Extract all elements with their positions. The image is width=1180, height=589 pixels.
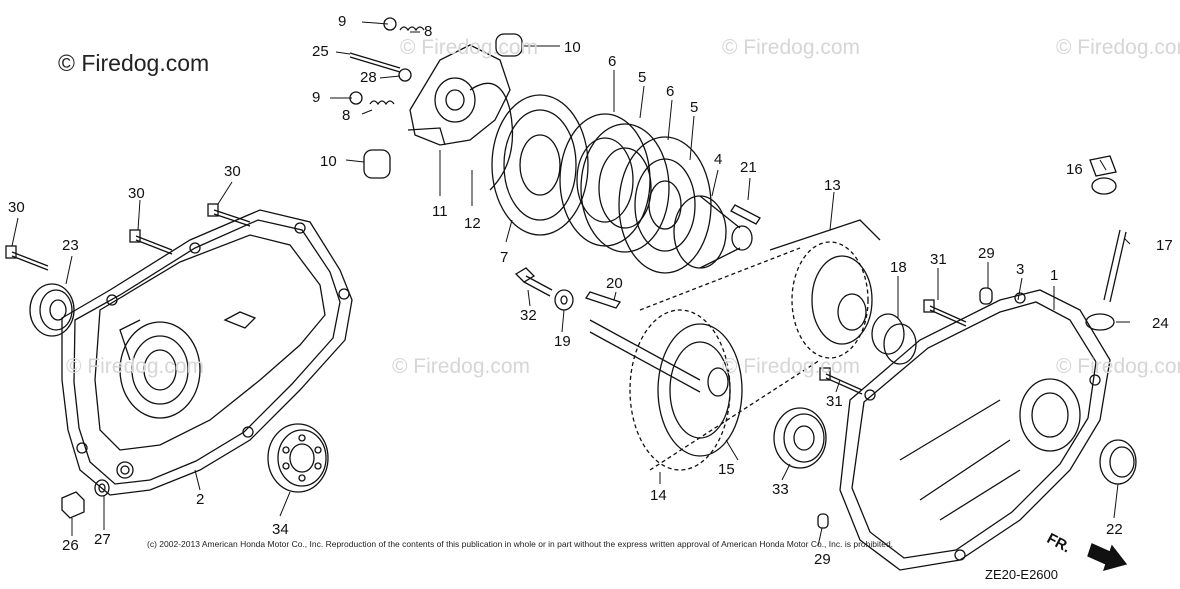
callout-14: 14 <box>650 487 667 504</box>
snap-ring-12 <box>469 82 514 191</box>
callout-18: 18 <box>890 259 907 276</box>
callout-6: 6 <box>608 53 617 70</box>
callout-5: 5 <box>638 69 647 86</box>
callout-3: 3 <box>1016 261 1025 278</box>
leader-lines <box>11 21 1131 547</box>
callout-6: 6 <box>666 83 675 100</box>
front-direction-arrow <box>1087 543 1128 571</box>
clutch-weights <box>363 33 523 179</box>
right-case-cover <box>839 289 1111 571</box>
callout-29: 29 <box>978 245 995 262</box>
callout-34: 34 <box>272 521 289 538</box>
ball-bearing-33 <box>773 407 827 469</box>
watermark-faint: © Firedog.com <box>1056 36 1180 59</box>
flange-bolts <box>5 203 251 271</box>
drive-sprocket-13 <box>769 219 881 345</box>
callout-12: 12 <box>464 215 481 232</box>
callout-30: 30 <box>224 163 241 180</box>
callout-27: 27 <box>94 531 111 548</box>
diagram-code: ZE20-E2600 <box>985 567 1058 582</box>
callout-30: 30 <box>128 185 145 202</box>
callout-5: 5 <box>690 99 699 116</box>
oil-seal-right-22 <box>1099 439 1137 485</box>
callout-33: 33 <box>772 481 789 498</box>
watermark-faint: © Firedog.com <box>1056 355 1180 378</box>
callout-10: 10 <box>564 39 581 56</box>
callout-4: 4 <box>714 151 723 168</box>
callout-8: 8 <box>424 23 433 40</box>
callout-8: 8 <box>342 107 351 124</box>
callout-31: 31 <box>930 251 947 268</box>
callout-9: 9 <box>312 89 321 106</box>
callout-9: 9 <box>338 13 347 30</box>
clutch-shoe-plate <box>407 44 511 146</box>
watermark-faint: © Firedog.com <box>66 355 205 378</box>
callout-21: 21 <box>740 159 757 176</box>
callout-19: 19 <box>554 333 571 350</box>
clutch-plates-5-6 <box>559 113 712 274</box>
bolts-31-dowels-29 <box>817 287 993 529</box>
left-case-cover <box>61 209 353 496</box>
callout-25: 25 <box>312 43 329 60</box>
keys-20-21 <box>584 204 761 309</box>
callout-1: 1 <box>1050 267 1059 284</box>
callout-30: 30 <box>8 199 25 216</box>
callout-20: 20 <box>606 275 623 292</box>
callout-15: 15 <box>718 461 735 478</box>
callout-28: 28 <box>360 69 377 86</box>
watermark-faint: © Firedog.com <box>722 36 861 59</box>
watermark-faint: © Firedog.com <box>400 36 539 59</box>
springs <box>349 17 425 106</box>
collar-18 <box>871 313 917 365</box>
callout-26: 26 <box>62 537 79 554</box>
clutch-hub-4 <box>673 195 753 269</box>
callout-29: 29 <box>814 551 831 568</box>
friction-disc-7 <box>491 94 589 236</box>
bolt-32-washer-19 <box>514 267 574 311</box>
callout-2: 2 <box>196 491 205 508</box>
callout-32: 32 <box>520 307 537 324</box>
callout-24: 24 <box>1152 315 1169 332</box>
oil-seal-left <box>29 283 75 337</box>
driven-sprocket-15 <box>589 319 743 457</box>
callout-13: 13 <box>824 177 841 194</box>
drain-bolt-and-washer <box>61 479 110 519</box>
callout-16: 16 <box>1066 161 1083 178</box>
callout-10: 10 <box>320 153 337 170</box>
callout-17: 17 <box>1156 237 1173 254</box>
callout-22: 22 <box>1106 521 1123 538</box>
oil-filler-cap-16-dipstick-17 <box>1085 155 1127 331</box>
ball-bearing-34 <box>267 423 329 493</box>
copyright-notice: (c) 2002-2013 American Honda Motor Co., … <box>147 539 894 549</box>
watermark-main: © Firedog.com <box>58 50 210 76</box>
callout-23: 23 <box>62 237 79 254</box>
callout-11: 11 <box>432 203 448 220</box>
callout-7: 7 <box>500 249 509 266</box>
watermark-faint: © Firedog.com <box>722 355 861 378</box>
watermark-faint: © Firedog.com <box>392 355 531 378</box>
callout-31: 31 <box>826 393 843 410</box>
